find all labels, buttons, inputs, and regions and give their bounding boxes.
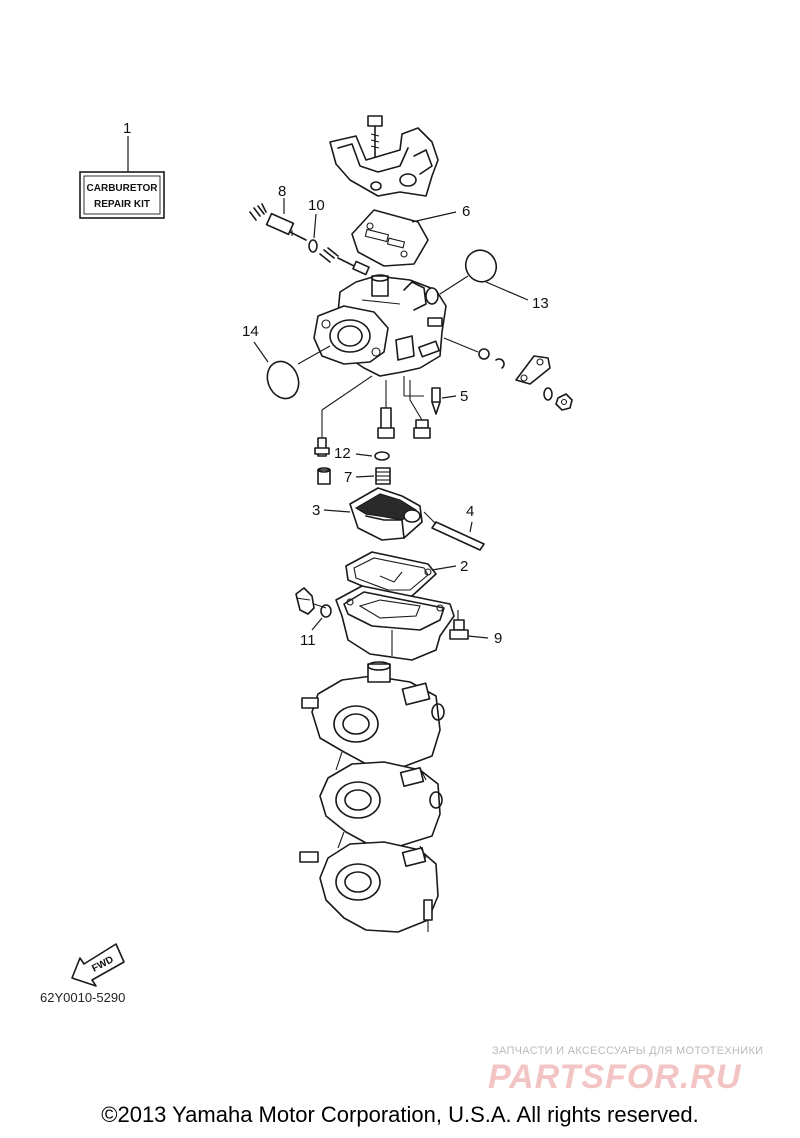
callout-12: 12 — [334, 445, 351, 462]
callout-1: 1 — [123, 120, 131, 137]
part-13-o-ring[interactable]: 13 — [439, 245, 549, 312]
float-chamber — [335, 585, 455, 661]
fwd-arrow: FWD — [71, 943, 125, 987]
callout-4: 4 — [466, 503, 474, 520]
drawing-code: 62Y0010-5290 — [40, 990, 126, 1005]
top-bracket — [329, 115, 439, 197]
watermark-logo: PARTSFOR.RU — [488, 1058, 742, 1096]
part-5-needle-valve[interactable]: 5 — [403, 376, 468, 415]
part-10-o-ring[interactable]: 10 — [308, 197, 325, 253]
callout-7: 7 — [344, 469, 352, 486]
carburetor-stack — [299, 661, 445, 933]
link-lever-assembly — [443, 337, 573, 411]
callout-3: 3 — [312, 502, 320, 519]
callout-6: 6 — [462, 203, 470, 220]
part-4-float-pin[interactable]: 4 — [423, 503, 485, 551]
watermark-subtitle: ЗАПЧАСТИ И АКСЕССУАРЫ ДЛЯ МОТОТЕХНИКИ — [492, 1045, 764, 1057]
part-7-plug[interactable]: 7 — [344, 467, 391, 486]
part-12-o-ring[interactable]: 12 — [334, 445, 390, 462]
part-11-washer[interactable]: 11 — [300, 604, 332, 649]
kit-label-line2: REPAIR KIT — [94, 199, 150, 210]
carburetor-body — [313, 274, 447, 377]
callout-11: 11 — [300, 632, 316, 649]
part-6-gasket-plate[interactable]: 6 — [351, 203, 470, 267]
part-3-float[interactable]: 3 — [312, 487, 423, 541]
callout-2: 2 — [460, 558, 468, 575]
callout-8: 8 — [278, 183, 286, 200]
copyright-notice: ©2013 Yamaha Motor Corporation, U.S.A. A… — [101, 1102, 699, 1127]
drain-screw — [295, 587, 327, 615]
callout-14: 14 — [242, 323, 259, 340]
callout-10: 10 — [308, 197, 325, 214]
part-9-screw[interactable]: 9 — [449, 610, 502, 647]
callout-5: 5 — [460, 388, 468, 405]
callout-13: 13 — [532, 295, 549, 312]
carburetor-repair-kit-box[interactable]: CARBURETOR REPAIR KIT — [79, 136, 165, 219]
callout-9: 9 — [494, 630, 502, 647]
part-2-float-chamber-gasket[interactable]: 2 — [345, 551, 468, 597]
part-14-o-ring[interactable]: 14 — [242, 323, 331, 403]
jets-and-screws — [314, 375, 431, 485]
part-8-pilot-screw[interactable]: 8 — [249, 183, 307, 241]
kit-label-line1: CARBURETOR — [87, 183, 159, 194]
throttle-stop-screw — [319, 247, 370, 276]
